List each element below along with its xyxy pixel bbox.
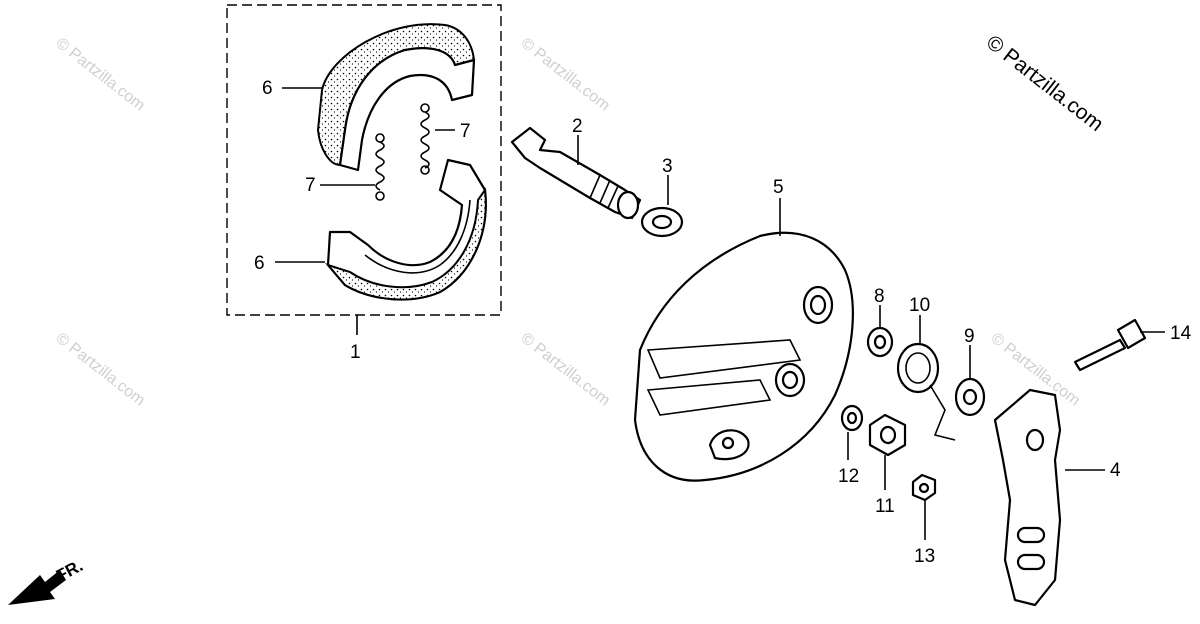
brake-shoe-upper (316, 23, 476, 172)
watermark-text: © Partzilla.com (518, 330, 613, 410)
callout-2: 2 (572, 116, 583, 137)
spring-lower (375, 133, 385, 201)
callout-10: 10 (909, 295, 930, 316)
return-spring (896, 342, 956, 441)
spring-upper (420, 103, 430, 175)
watermark-text: © Partzilla.com (53, 330, 148, 410)
brake-shoe-set-box (226, 4, 502, 316)
callout-6-upper: 6 (262, 78, 273, 99)
callout-4: 4 (1110, 460, 1121, 481)
brake-panel (633, 231, 854, 482)
watermark-brand: © Partzilla.com (982, 31, 1108, 136)
callout-8: 8 (874, 286, 885, 307)
callout-labels: 1 2 3 4 5 6 6 7 7 8 9 10 11 12 13 14 (254, 78, 1192, 567)
callout-5: 5 (773, 177, 784, 198)
nut-13 (911, 473, 937, 502)
brake-cam (510, 126, 642, 220)
callout-7-lower: 7 (305, 175, 316, 196)
callout-6-lower: 6 (254, 253, 265, 274)
callout-14: 14 (1170, 323, 1192, 344)
callout-13: 13 (914, 546, 935, 567)
washer-3 (640, 206, 684, 238)
callout-11: 11 (875, 496, 895, 517)
brake-shoe-lower (324, 158, 487, 301)
callout-1: 1 (350, 342, 361, 363)
washer-9 (954, 377, 986, 417)
watermark-text: © Partzilla.com (53, 35, 148, 115)
callout-12: 12 (838, 466, 859, 487)
callout-9: 9 (964, 326, 975, 347)
nut-11 (868, 413, 907, 457)
bolt-14 (1073, 318, 1147, 372)
watermark-text: © Partzilla.com (518, 35, 613, 115)
leader-lines (275, 87, 1165, 540)
washer-8 (866, 326, 894, 358)
washer-12 (840, 404, 864, 432)
callout-7-upper: 7 (460, 121, 471, 142)
front-direction-arrow-icon: FR. (8, 556, 86, 605)
callout-3: 3 (662, 156, 673, 177)
stopper-arm (993, 388, 1062, 607)
